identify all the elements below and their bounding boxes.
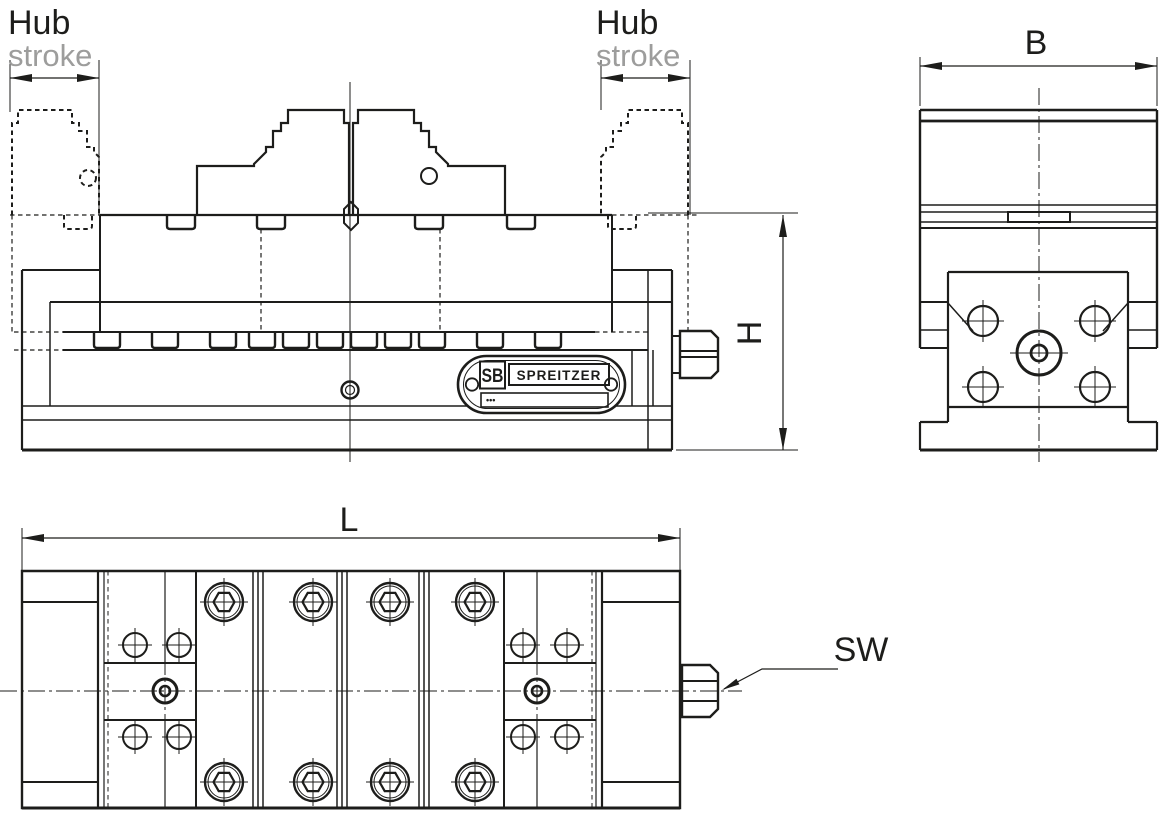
side-foot-steps bbox=[918, 420, 1159, 450]
top-socket-screws bbox=[200, 578, 499, 806]
arrow-left-icon bbox=[601, 74, 623, 82]
tslot-hidden-lines bbox=[260, 229, 441, 332]
dim-hub-left: Hub stroke bbox=[8, 4, 100, 215]
front-center-bore bbox=[340, 380, 360, 400]
hub-right-extension-lines bbox=[600, 60, 691, 215]
top-carrier-holes bbox=[118, 628, 584, 754]
top-endcap-lines bbox=[22, 601, 680, 783]
spindle-hex-front bbox=[678, 329, 720, 380]
spindle-hex-top-facets bbox=[682, 680, 718, 702]
arrow-right-icon bbox=[77, 74, 99, 82]
top-rail-lines bbox=[252, 571, 430, 808]
arrow-left-icon bbox=[22, 534, 44, 542]
serration-rail-hidden bbox=[14, 331, 648, 351]
top-carrier-seams bbox=[164, 571, 538, 808]
nameplate-rivet-left bbox=[464, 377, 480, 392]
serration-pockets bbox=[92, 332, 563, 350]
arrow-right-icon bbox=[668, 74, 690, 82]
sw-leader-line bbox=[723, 668, 838, 690]
nameplate-logo-box bbox=[479, 360, 506, 390]
dim-wrench-SW: SW bbox=[722, 631, 888, 690]
top-carrier-blocks bbox=[104, 571, 596, 808]
nameplate-serial: ••• bbox=[486, 395, 495, 405]
hub-left-extension-lines bbox=[9, 60, 100, 215]
hub-left-sublabel: stroke bbox=[8, 38, 92, 73]
h-extension-lines bbox=[648, 212, 798, 451]
arrow-right-icon bbox=[1135, 62, 1157, 70]
top-carrier-centerlines bbox=[164, 658, 538, 726]
arrow-up-icon bbox=[779, 215, 787, 237]
hub-left-label: Hub bbox=[8, 4, 70, 42]
nameplate: SB SPREITZER ••• bbox=[456, 354, 627, 415]
jaw-left-closed bbox=[195, 108, 351, 215]
brand-name: SPREITZER bbox=[517, 368, 602, 383]
slide-pockets bbox=[165, 215, 537, 231]
jaw-open-pockets-hidden bbox=[63, 215, 637, 230]
arrow-leader-icon bbox=[722, 678, 740, 690]
brand-monogram: SB bbox=[482, 366, 504, 387]
front-body-panel-seams bbox=[49, 270, 654, 450]
hub-right-label: Hub bbox=[596, 4, 658, 42]
hub-right-sublabel: stroke bbox=[596, 38, 680, 73]
spindle-hex-top bbox=[680, 663, 720, 719]
arrow-left-icon bbox=[10, 74, 32, 82]
h-label: H bbox=[731, 321, 769, 346]
sw-label: SW bbox=[834, 631, 889, 669]
b-label: B bbox=[1025, 24, 1048, 62]
arrow-right-icon bbox=[658, 534, 680, 542]
jaw-pin-hole-hidden bbox=[79, 169, 97, 187]
spindle-hex-front-facets bbox=[672, 335, 718, 374]
dim-width-B: B bbox=[919, 24, 1158, 106]
nameplate-brand-box bbox=[508, 363, 610, 386]
jaw-left-open-hidden bbox=[11, 109, 100, 215]
arrow-left-icon bbox=[920, 62, 942, 70]
top-hidden-jaw-lines bbox=[107, 571, 593, 808]
nameplate-serial-box bbox=[480, 392, 609, 408]
side-ledges bbox=[920, 301, 1157, 349]
side-view bbox=[918, 88, 1159, 462]
jaw-open-drop-hidden bbox=[11, 215, 689, 332]
l-label: L bbox=[340, 501, 359, 539]
front-center-bore-inner bbox=[344, 384, 356, 396]
nameplate-inner-outline bbox=[463, 360, 620, 409]
center-hex-feature bbox=[343, 200, 359, 232]
dim-length-L: L bbox=[21, 501, 681, 571]
dim-height-H: H bbox=[648, 212, 798, 451]
jaw-right-open-hidden bbox=[600, 109, 689, 215]
top-endcap-inner-lines bbox=[103, 571, 597, 808]
side-hole-crosshairs bbox=[962, 300, 1116, 408]
front-view: SB SPREITZER ••• bbox=[10, 82, 720, 462]
top-outline bbox=[20, 569, 682, 810]
jaw-right-closed bbox=[351, 108, 507, 215]
dim-hub-right: Hub stroke bbox=[596, 4, 691, 215]
jaw-pin-hole bbox=[420, 167, 438, 185]
arrow-down-icon bbox=[779, 428, 787, 450]
top-endcap-edges bbox=[96, 571, 604, 808]
l-extension-lines bbox=[21, 528, 681, 571]
front-upper-body bbox=[50, 215, 672, 332]
top-view bbox=[0, 569, 742, 810]
b-extension-lines bbox=[919, 57, 1158, 106]
